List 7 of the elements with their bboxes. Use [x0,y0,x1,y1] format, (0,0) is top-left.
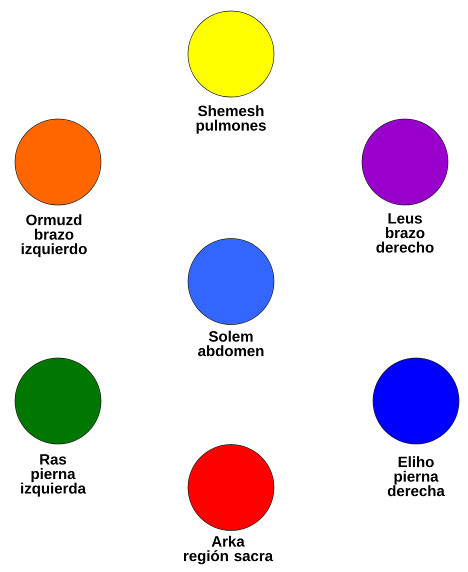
circle-label: Ras pierna izquierda [21,454,86,497]
circle-label: Solem abdomen [198,330,264,356]
circle-label: Eliho pierna derecha [388,456,445,496]
circle-label: Arka región sacra [184,536,274,564]
circle-label: Leus brazo derecho [376,213,434,253]
circle-label: Shemesh pulmones [196,105,266,134]
circle-label: Ormuzd brazo izquierdo [22,214,87,258]
